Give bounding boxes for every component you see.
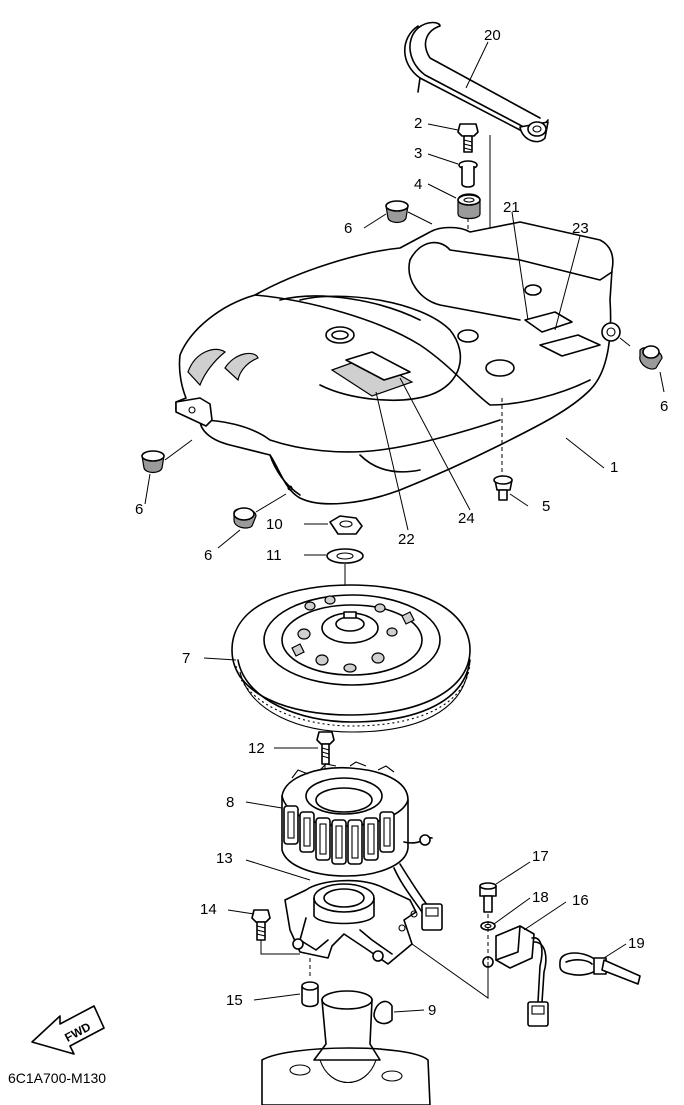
callout-6d: 6 [204,547,212,564]
callout-2: 2 [414,115,422,132]
part-6-grommet-c [141,450,165,474]
part-10-nut [329,515,363,535]
callout-18: 18 [532,889,549,906]
part-16-pulser-coil [482,925,549,1027]
callout-6b: 6 [660,398,668,415]
callout-6c: 6 [135,501,143,518]
callout-13: 13 [216,850,233,867]
callout-16: 16 [572,892,589,909]
callout-15: 15 [226,992,243,1009]
part-5-bolt [493,398,513,501]
part-4-grommet [457,193,481,220]
callout-22: 22 [398,531,415,548]
callout-10: 10 [266,516,283,533]
callout-11: 11 [266,547,282,564]
part-14-screw [251,909,271,941]
part-6-grommet-b [639,345,663,370]
part-11-washer [326,548,364,564]
part-2-bolt [457,123,479,153]
part-3-collar [458,160,478,188]
callout-7: 7 [182,650,190,667]
callout-6a: 6 [344,220,352,237]
part-24-label-plate [345,351,411,381]
callout-12: 12 [248,740,265,757]
drawing-code: 6C1A700-M130 [8,1070,106,1086]
callout-24: 24 [458,510,475,527]
part-8-stator [281,761,443,931]
leader-lines [144,41,665,1013]
callout-5: 5 [542,498,550,515]
part-9-woodruff-key [373,1000,393,1025]
callout-23: 23 [572,220,589,237]
fwd-direction-arrow: FWD [31,1005,105,1055]
part-1-flywheel-cover [175,221,621,505]
part-6-grommet-d [233,507,257,529]
callout-19: 19 [628,935,645,952]
part-7-flywheel-rotor [231,584,471,733]
callout-1: 1 [610,459,618,476]
crankshaft-stub [261,990,431,1105]
part-17-screw [479,882,497,913]
callout-4: 4 [414,176,422,193]
part-6-grommet-a [385,200,409,224]
part-15-dowel-pin [301,958,319,1008]
part-20-hose [404,21,549,143]
callout-21: 21 [503,199,520,216]
callout-3: 3 [414,145,422,162]
callout-labels: 20 2 3 4 21 23 6 6 6 6 1 5 24 22 10 11 7… [135,27,668,1019]
callout-20: 20 [484,27,501,44]
part-12-bolt [316,731,335,765]
stator-coils [283,761,395,865]
callout-8: 8 [226,794,234,811]
part-19-cable-tie [559,952,641,985]
part-13-base-holder [284,879,418,965]
callout-17: 17 [532,848,549,865]
callout-14: 14 [200,901,217,918]
callout-9: 9 [428,1002,436,1019]
